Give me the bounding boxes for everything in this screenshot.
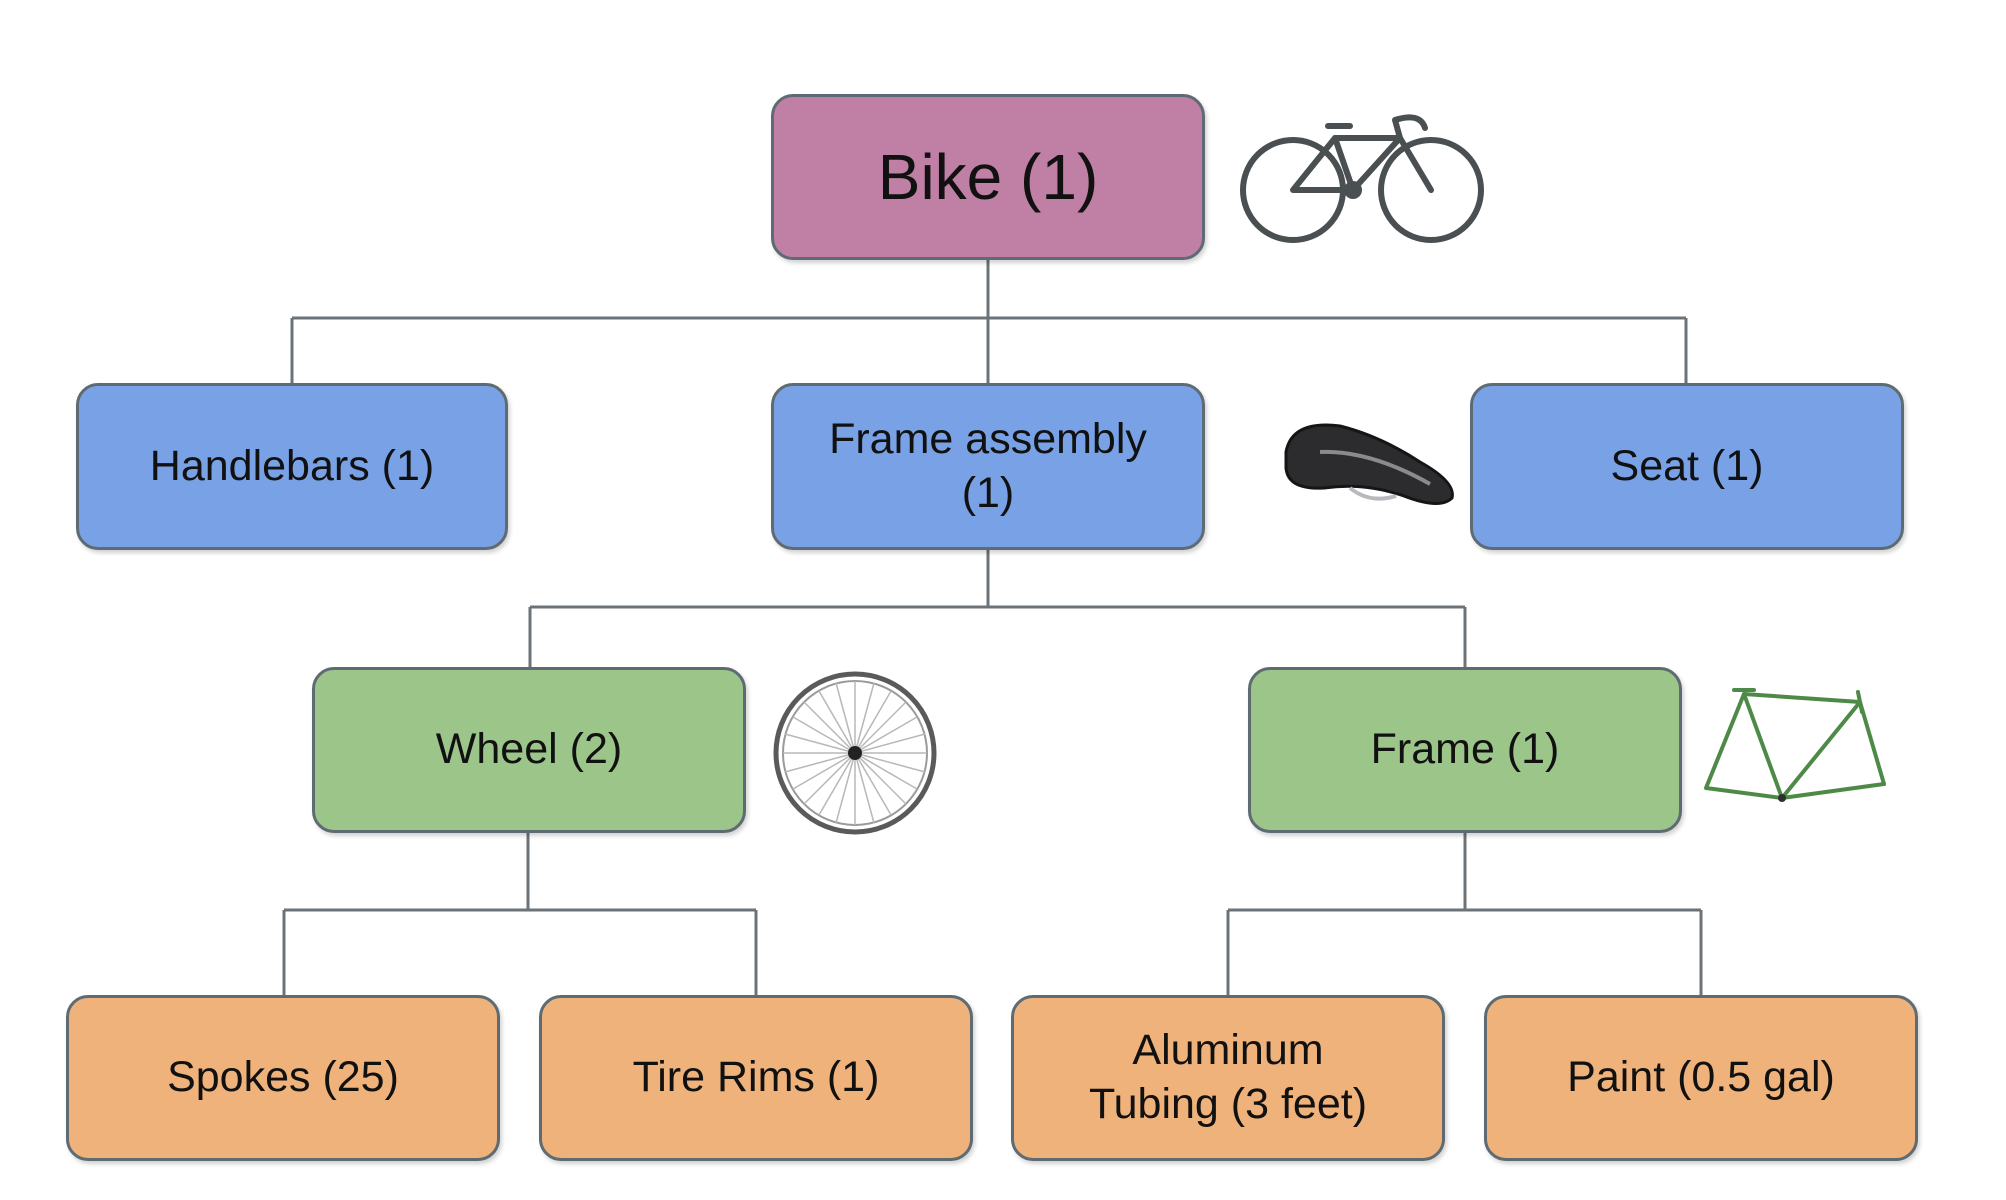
bike-frame-icon <box>1704 688 1886 802</box>
node-aluminum-tubing-label: Aluminum Tubing (3 feet) <box>1088 1026 1368 1128</box>
node-handlebars-label: Handlebars (1) <box>149 441 435 490</box>
node-frame-assembly: Frame assembly (1) <box>771 383 1205 550</box>
node-spokes-label: Spokes (25) <box>167 1053 399 1102</box>
node-paint-label: Paint (0.5 gal) <box>1567 1053 1835 1102</box>
node-bike-label: Bike (1) <box>877 141 1099 213</box>
node-seat-label: Seat (1) <box>1610 441 1764 490</box>
node-tire-rims-label: Tire Rims (1) <box>632 1053 880 1102</box>
node-wheel-label: Wheel (2) <box>435 725 623 774</box>
node-frame-assembly-label: Frame assembly (1) <box>829 414 1147 517</box>
node-spokes: Spokes (25) <box>66 995 500 1161</box>
node-tire-rims: Tire Rims (1) <box>539 995 973 1161</box>
node-aluminum-tubing: Aluminum Tubing (3 feet) <box>1011 995 1445 1161</box>
node-wheel: Wheel (2) <box>312 667 746 833</box>
node-paint: Paint (0.5 gal) <box>1484 995 1918 1161</box>
node-bike: Bike (1) <box>771 94 1205 260</box>
node-seat: Seat (1) <box>1470 383 1904 550</box>
bike-seat-icon <box>1284 423 1454 505</box>
node-handlebars: Handlebars (1) <box>76 383 508 550</box>
connector-frame-assembly-children <box>528 550 1467 667</box>
bicycle-icon <box>1240 114 1484 243</box>
node-frame-label: Frame (1) <box>1370 725 1560 774</box>
connector-wheel-children <box>282 833 758 995</box>
node-frame: Frame (1) <box>1248 667 1682 833</box>
connector-frame-children <box>1226 833 1703 995</box>
wheel-icon <box>773 671 937 835</box>
connector-bike-children <box>290 260 1688 383</box>
